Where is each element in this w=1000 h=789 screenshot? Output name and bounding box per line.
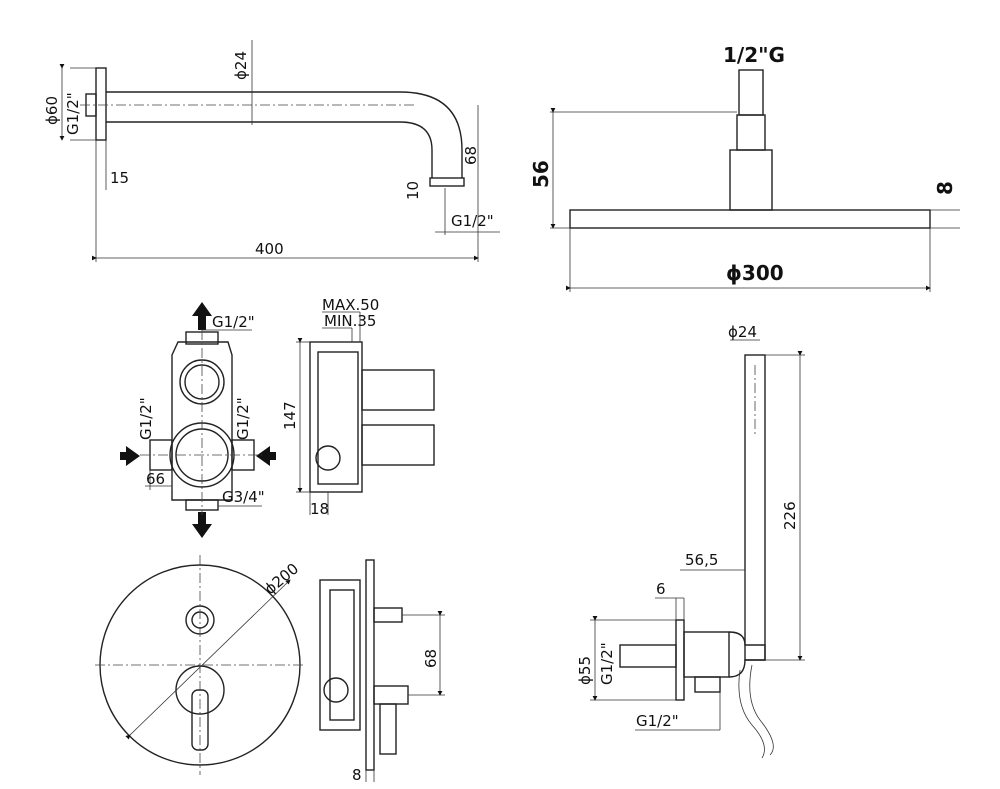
valve-min-depth-label: MIN.35 xyxy=(324,312,376,330)
valve-top-outlet-label: G1/2" xyxy=(212,313,255,331)
plate-diameter-label: ϕ200 xyxy=(261,560,302,599)
valve-plate-front: ϕ200 xyxy=(95,555,305,775)
arrow-down-icon xyxy=(192,512,212,538)
hand-outlet-diameter-label: ϕ55 xyxy=(576,656,594,685)
valve-plate-side: 68 8 xyxy=(319,559,445,784)
valve-inlet-label: G3/4" xyxy=(222,488,265,506)
hand-diameter-label: ϕ24 xyxy=(728,323,757,341)
arm-diameter-label: ϕ24 xyxy=(232,51,250,80)
hand-thickness-label: 6 xyxy=(656,580,666,598)
head-diameter-label: ϕ300 xyxy=(726,261,784,285)
shower-head-drawing: 1/2"G 56 8 ϕ300 xyxy=(529,43,960,292)
arm-length-label: 400 xyxy=(255,240,284,258)
head-thread-label: 1/2"G xyxy=(723,43,785,67)
arm-drop-label: 68 xyxy=(462,146,480,165)
hand-wall-thread-label: G1/2" xyxy=(598,642,616,685)
hand-bottom-thread-label: G1/2" xyxy=(636,712,679,730)
valve-depth-label: 18 xyxy=(310,500,329,518)
arm-depth-label: 15 xyxy=(110,169,129,187)
plate-thickness-label: 8 xyxy=(352,766,362,784)
plate-spacing-label: 68 xyxy=(422,649,440,668)
valve-height-label: 147 xyxy=(281,401,299,430)
valve-width-label: 66 xyxy=(146,470,165,488)
valve-left-thread-label: G1/2" xyxy=(137,397,155,440)
outlet-thread-label: G1/2" xyxy=(451,212,494,230)
valve-max-depth-label: MAX.50 xyxy=(322,296,379,314)
flange-diameter-label: ϕ60 xyxy=(43,96,61,125)
hand-length-label: 226 xyxy=(781,501,799,530)
arrow-up-icon xyxy=(192,302,212,330)
valve-body-front: G1/2" G1/2" G1/2" 66 G3/4" xyxy=(120,302,276,538)
outlet-label: 10 xyxy=(404,181,422,200)
arrow-left-icon xyxy=(256,446,276,466)
valve-right-thread-label: G1/2" xyxy=(234,397,252,440)
valve-body-side: MAX.50 MIN.35 147 18 xyxy=(281,296,435,518)
hand-projection-label: 56,5 xyxy=(685,551,718,569)
head-thickness-label: 8 xyxy=(933,181,957,195)
wall-thread-label: G1/2" xyxy=(64,92,82,135)
arrow-right-icon xyxy=(120,446,140,466)
shower-arm-drawing: ϕ24 ϕ60 G1/2" 15 68 10 G1/2" 400 xyxy=(43,40,500,262)
head-height-label: 56 xyxy=(529,160,553,188)
hand-shower-drawing: ϕ24 226 56,5 6 ϕ55 G1/2" G1/2" xyxy=(576,323,805,759)
